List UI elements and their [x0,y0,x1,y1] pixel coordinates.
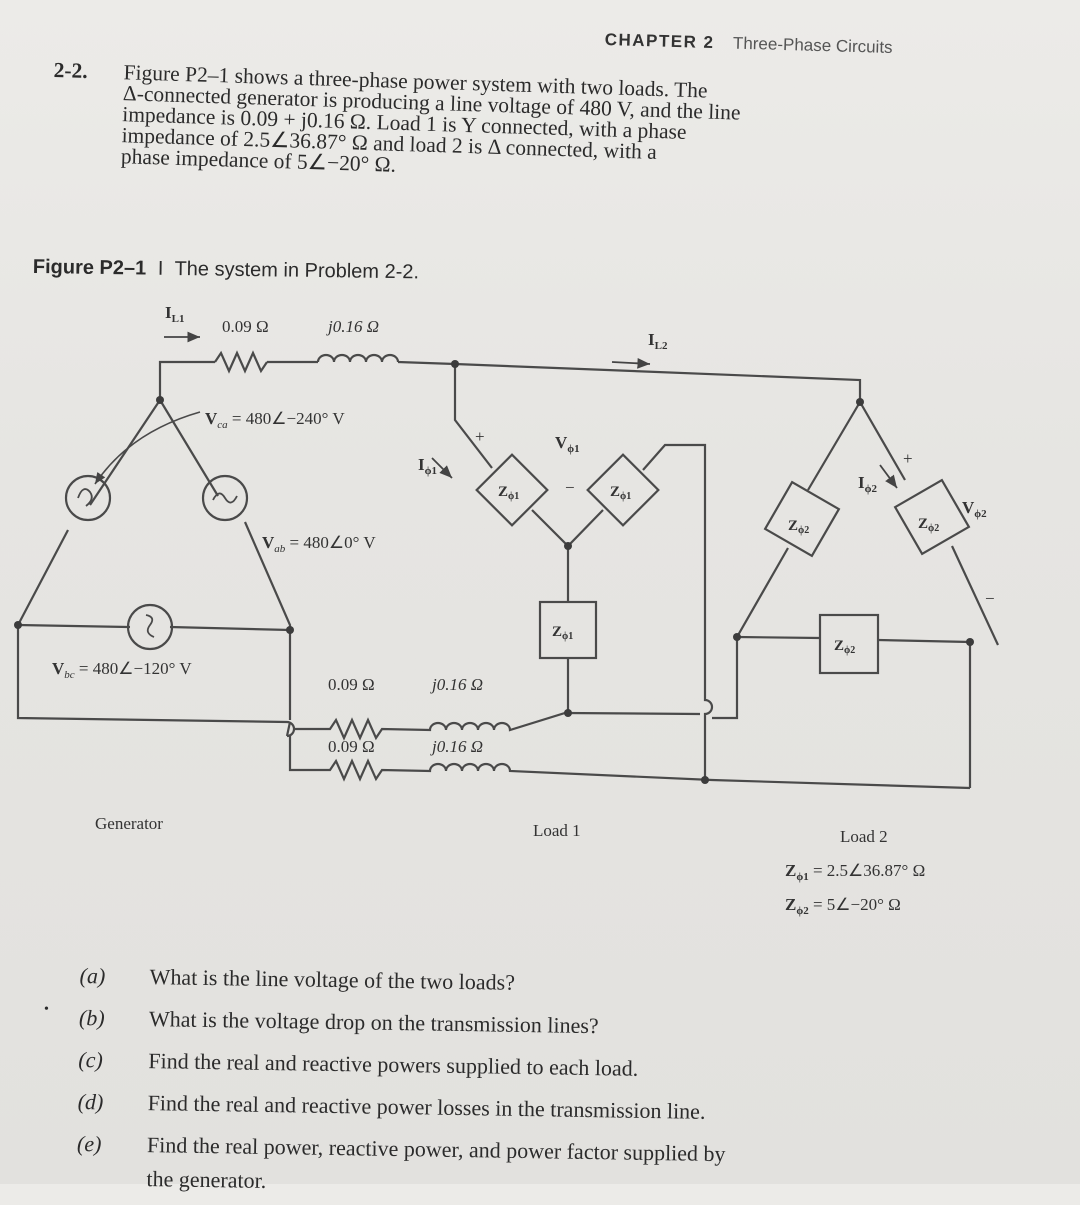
load1-impedance-b [586,453,660,527]
line-a-inductor [316,353,400,363]
label-plus: + [475,427,485,446]
label-il1: IL1 [165,303,184,325]
label-load1: Load 1 [533,821,581,840]
junction-dot [856,398,864,406]
junction-dot [156,396,164,404]
label-vbc: Vbc = 480∠−120° V [52,659,192,681]
label-zphi2: Zϕ2 [834,638,855,656]
margin-mark: • [44,1002,49,1017]
label-iphi1: Iϕ1 [418,455,437,477]
junction-dot [701,776,709,784]
generator-source-ab [201,474,249,522]
label-minus: − [985,589,995,608]
label-plus: + [903,449,913,468]
label-line-x-c: j0.16 Ω [430,737,483,756]
problem-number: 2-2. [53,58,89,84]
figure-id: Figure P2–1 [32,256,147,280]
label-iphi2: Iϕ2 [858,473,877,495]
label-vphi2: Vϕ2 [962,498,987,520]
problem-body: Figure P2–1 shows a three-phase power sy… [121,60,934,192]
label-vphi1: Vϕ1 [555,433,580,455]
label-zphi2: Zϕ2 [788,518,809,536]
label-zphi2: Zϕ2 [918,516,939,534]
section-title: Three-Phase Circuits [732,33,893,58]
running-head: CHAPTER 2 Three-Phase Circuits [604,30,892,58]
junction-dot [286,626,294,634]
line-a-resistor [214,350,268,374]
caption-separator: I [157,257,164,280]
label-load2: Load 2 [840,827,888,846]
chapter-label: CHAPTER 2 [604,30,715,53]
line-b [285,720,296,738]
label-zphi1: Zϕ1 [552,624,573,642]
load2-impedance-a [763,480,841,558]
label-z2-value: Zϕ2 = 5∠−20° Ω [785,895,901,917]
line-c [288,736,971,790]
label-il2: IL2 [648,330,668,352]
generator-source-bc [126,603,174,651]
label-line-r-top: 0.09 Ω [222,317,269,336]
generator-source-ca [64,474,112,522]
load1-impedance-a [475,453,549,527]
problem-statement: 2-2. Figure P2–1 shows a three-phase pow… [51,58,934,193]
label-vca: Vca = 480∠−240° V [205,409,345,431]
label-minus: − [565,478,575,497]
label-zphi1: Zϕ1 [610,484,631,502]
label-generator: Generator [95,814,163,833]
label-line-x-top: j0.16 Ω [326,317,379,336]
circuit-diagram: IL1 0.09 Ω j0.16 Ω IL2 Vca = 480∠−240° V… [14,303,999,917]
junction-dot [733,633,741,641]
label-zphi1: Zϕ1 [498,484,519,502]
load2-impedance-b [893,478,971,556]
load1-impedance-c [538,600,598,660]
question-list: (a)What is the line voltage of the two l… [76,955,980,1205]
line-a [158,360,215,400]
label-line-r-c: 0.09 Ω [328,737,375,756]
load2-impedance-c [818,613,880,675]
label-vab: Vab = 480∠0° V [262,533,376,555]
label-line-r-b: 0.09 Ω [328,675,375,694]
junction-dot [451,360,459,368]
generator-delta [16,399,292,724]
junction-dot [564,542,572,550]
junction-dot [14,621,22,629]
label-line-x-b: j0.16 Ω [430,675,483,694]
label-z1-value: Zϕ1 = 2.5∠36.87° Ω [785,861,925,883]
junction-dot [564,709,572,717]
junction-dot [966,638,974,646]
